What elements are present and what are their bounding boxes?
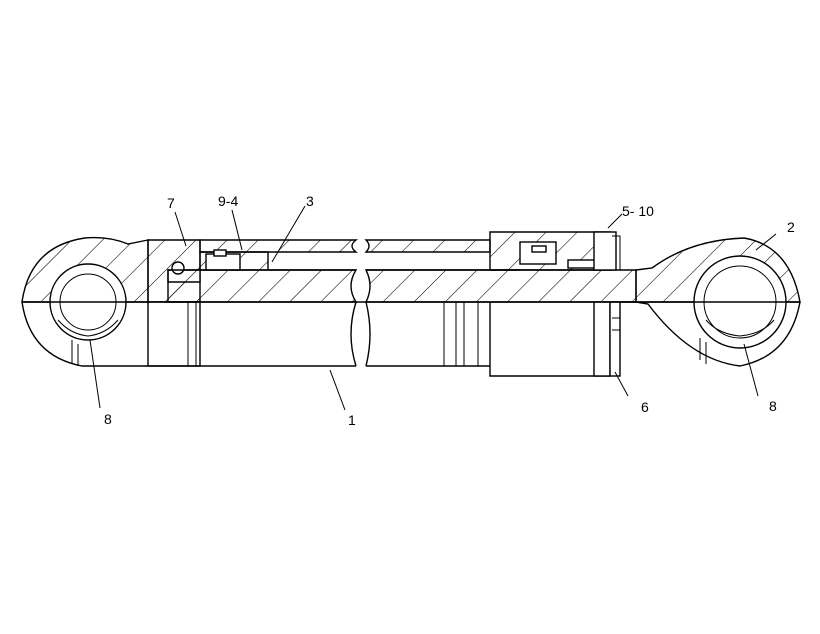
cylinder-exterior: [148, 301, 636, 377]
leader-lines: [89, 205, 777, 411]
callout-piston-seal: 5- 10: [622, 203, 654, 219]
callout-rod-seal: 3: [306, 193, 314, 209]
callout-rod: 1: [348, 412, 356, 428]
callout-labels: 7 9-4 3 5- 10 2 8 1 6 8: [104, 193, 795, 428]
callout-head-seals: 9-4: [218, 193, 238, 209]
cylinder-head: [147, 239, 201, 367]
callout-bearing-left: 8: [104, 411, 112, 427]
callout-rod-eye: 2: [787, 219, 795, 235]
piston-rod: [167, 269, 637, 303]
callout-bearing-right: 8: [769, 398, 777, 414]
piston: [489, 231, 621, 271]
callout-wiper: 7: [167, 195, 175, 211]
rod-eye: [22, 237, 801, 367]
cylinder-tube: [199, 239, 491, 271]
callout-piston-nut: 6: [641, 399, 649, 415]
